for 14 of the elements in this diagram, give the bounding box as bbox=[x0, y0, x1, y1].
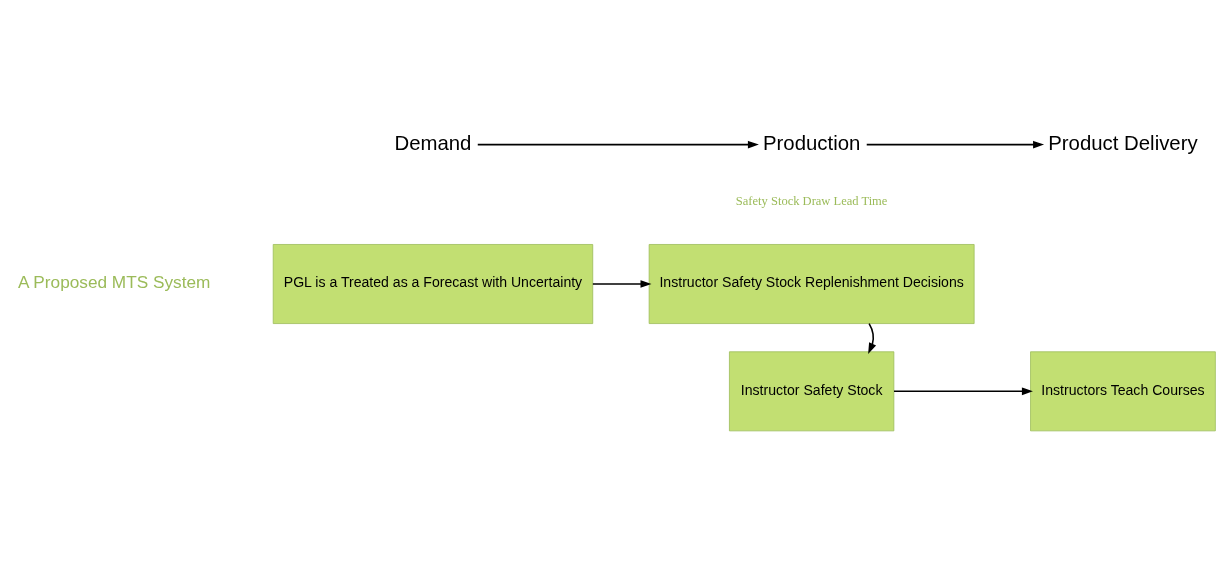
label: A Proposed MTS System bbox=[18, 272, 211, 293]
node-text: Production bbox=[762, 131, 861, 154]
label: Safety Stock Draw Lead Time bbox=[735, 193, 888, 208]
node-box: Instructors Teach Courses bbox=[1030, 351, 1216, 432]
arrow bbox=[865, 140, 1045, 149]
node-text: Product Delivery bbox=[1048, 131, 1198, 154]
node-box: Instructor Safety Stock bbox=[729, 351, 895, 432]
arrow bbox=[893, 387, 1033, 396]
arrow bbox=[592, 280, 652, 288]
node-text: Demand bbox=[394, 131, 472, 154]
node-box: PGL is a Treated as a Forecast with Uncertainty bbox=[272, 244, 594, 324]
arrow bbox=[476, 140, 759, 149]
node-box: Instructor Safety Stock Replenishment Decisions bbox=[648, 244, 975, 324]
arrow bbox=[868, 322, 877, 354]
